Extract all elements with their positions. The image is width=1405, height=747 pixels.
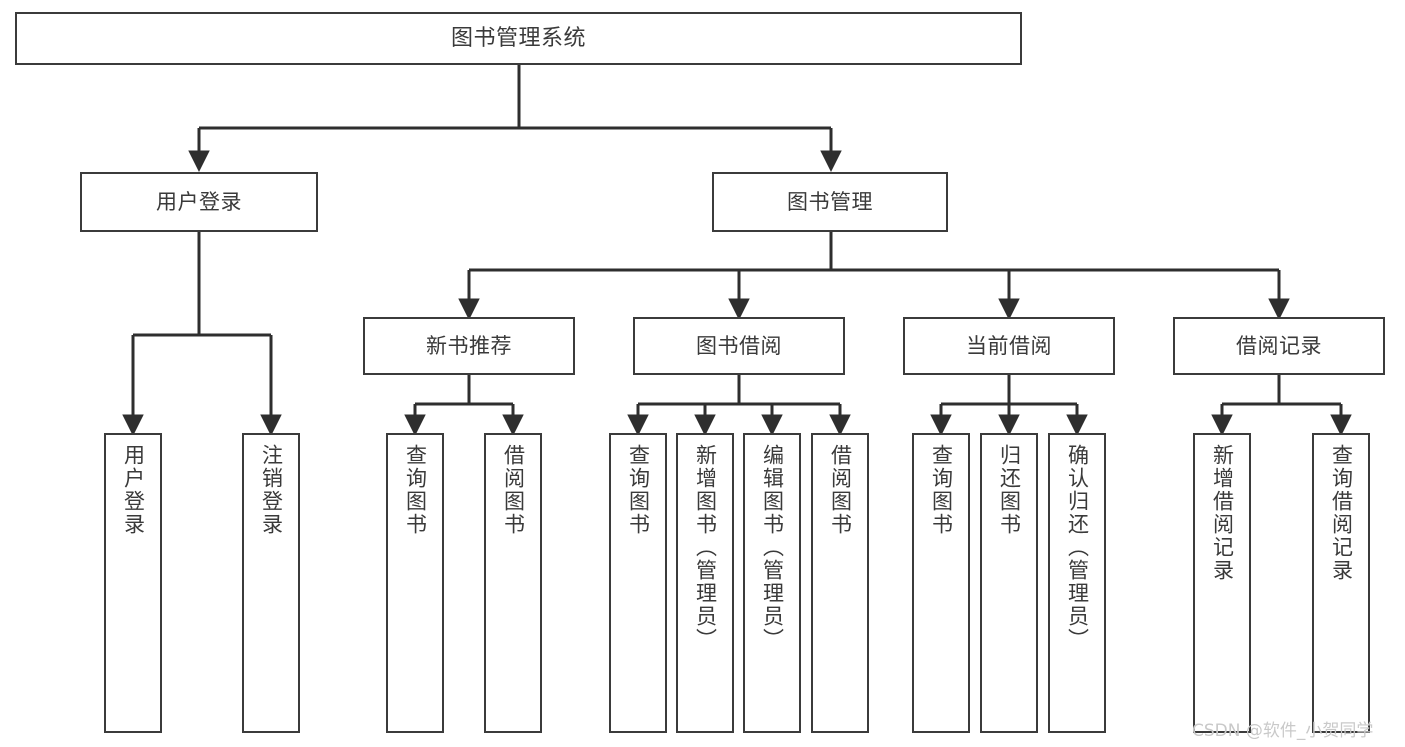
node-label: 查询图书 [929,444,954,536]
node-label: 用户登录 [121,444,146,536]
node-label: 查询图书 [626,444,651,536]
node-label: 新增借阅记录 [1210,444,1235,582]
node-label: 图书借阅 [696,333,782,358]
leaf-query-book-current[interactable]: 查询图书 [912,433,970,733]
node-label: 当前借阅 [966,333,1052,358]
node-label: 借阅图书 [501,444,526,536]
node-user-login[interactable]: 用户登录 [80,172,318,232]
node-label: 查询图书 [403,444,428,536]
node-label: 借阅记录 [1236,333,1322,358]
leaf-query-book-recommend[interactable]: 查询图书 [386,433,444,733]
leaf-confirm-return-admin[interactable]: 确认归还（管理员） [1048,433,1106,733]
node-label: 查询借阅记录 [1329,444,1354,582]
node-new-book-recommend[interactable]: 新书推荐 [363,317,575,375]
node-root-system[interactable]: 图书管理系统 [15,12,1022,65]
node-label: 编辑图书（管理员） [760,444,785,651]
node-book-borrow[interactable]: 图书借阅 [633,317,845,375]
leaf-query-book-borrow[interactable]: 查询图书 [609,433,667,733]
node-label: 借阅图书 [828,444,853,536]
leaf-edit-book-admin[interactable]: 编辑图书（管理员） [743,433,801,733]
node-label: 新书推荐 [426,333,512,358]
node-current-borrow[interactable]: 当前借阅 [903,317,1115,375]
leaf-user-login[interactable]: 用户登录 [104,433,162,733]
node-label: 注销登录 [259,444,284,536]
node-label: 确认归还（管理员） [1065,444,1090,651]
leaf-add-book-admin[interactable]: 新增图书（管理员） [676,433,734,733]
leaf-borrow-book-borrow[interactable]: 借阅图书 [811,433,869,733]
leaf-borrow-book-recommend[interactable]: 借阅图书 [484,433,542,733]
node-label: 图书管理系统 [450,25,586,51]
node-label: 新增图书（管理员） [693,444,718,651]
leaf-logout[interactable]: 注销登录 [242,433,300,733]
leaf-return-book[interactable]: 归还图书 [980,433,1038,733]
node-label: 图书管理 [787,189,873,214]
node-label: 归还图书 [997,444,1022,536]
node-label: 用户登录 [156,189,242,214]
node-borrow-record[interactable]: 借阅记录 [1173,317,1385,375]
node-book-manage[interactable]: 图书管理 [712,172,948,232]
leaf-query-borrow-record[interactable]: 查询借阅记录 [1312,433,1370,733]
leaf-add-borrow-record[interactable]: 新增借阅记录 [1193,433,1251,733]
csdn-watermark: CSDN @软件_小贺同学 [1192,721,1374,741]
